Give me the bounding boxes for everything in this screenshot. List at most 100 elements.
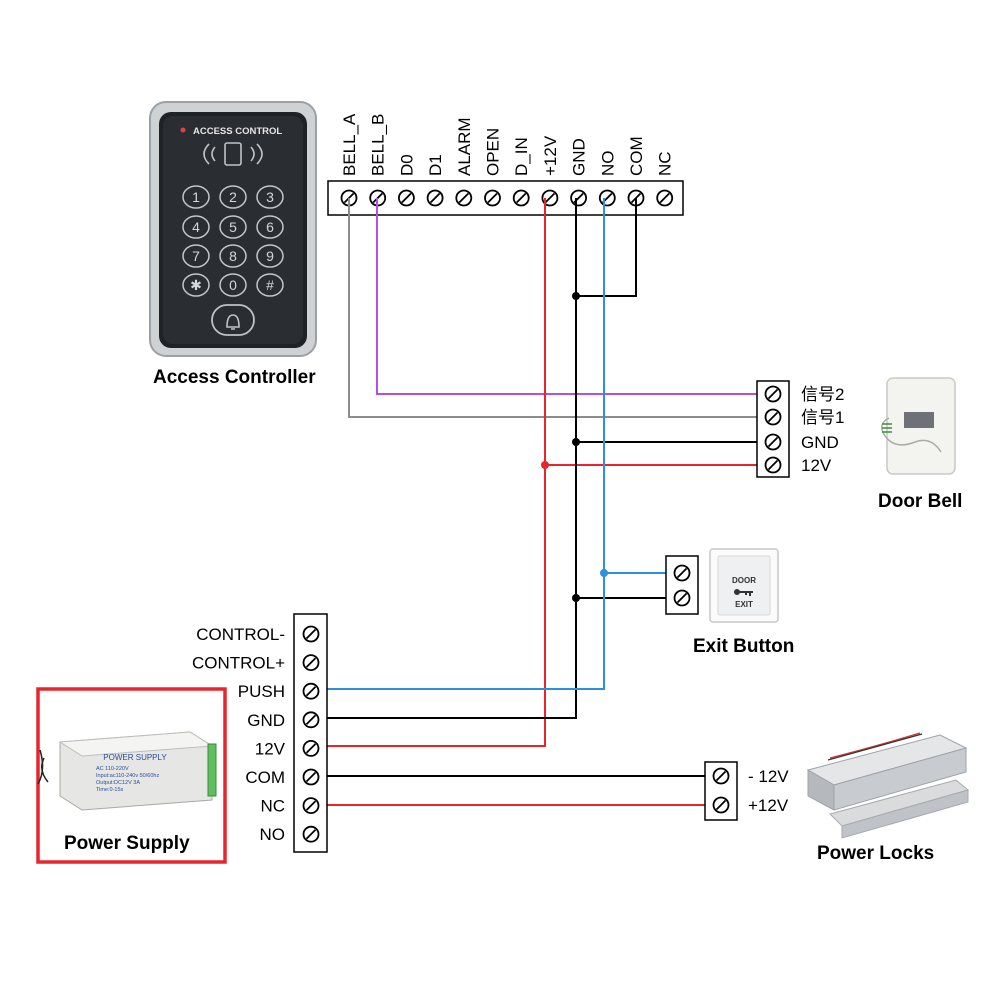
exit-face-door: DOOR xyxy=(732,576,756,585)
controller-terminal-screw xyxy=(598,189,616,207)
keypad-key[interactable]: # xyxy=(256,273,284,297)
keypad-key[interactable]: 2 xyxy=(219,185,247,209)
controller-terminal-screw xyxy=(570,189,587,207)
door-bell-terminal-screw xyxy=(764,456,782,474)
controller-terminal-screw xyxy=(656,189,674,207)
power-locks-terminal-block: - 12V +12V xyxy=(704,761,789,821)
keypad-key[interactable]: 7 xyxy=(182,244,210,268)
wire-com-gnd xyxy=(576,198,637,297)
controller-brand-label: ACCESS CONTROL xyxy=(193,126,282,137)
door-bell-terminal-label: GND xyxy=(801,433,839,452)
wire-12v xyxy=(315,198,546,747)
power-supply-terminal-screw xyxy=(302,682,320,700)
power-supply-terminal-screw xyxy=(302,740,320,757)
keypad: 1 2 3 4 5 6 7 8 9 ✱ 0 # xyxy=(182,185,284,297)
psu-label-line-1: AC 110-220V xyxy=(96,766,129,772)
power-supply-frame xyxy=(36,687,227,864)
door-bell-device xyxy=(881,377,956,475)
keypad-key-label: 1 xyxy=(192,189,200,205)
power-supply-terminal-screw xyxy=(302,654,320,671)
wires xyxy=(315,198,770,806)
keypad-key[interactable]: 1 xyxy=(182,185,210,209)
keypad-key[interactable]: 8 xyxy=(219,244,247,268)
power-supply-terminal-screw xyxy=(302,625,320,643)
keypad-key[interactable]: 6 xyxy=(256,215,284,239)
keypad-key-label: 6 xyxy=(266,219,274,235)
controller-terminal-label: NO xyxy=(598,151,617,177)
door-bell-terminal-label: 信号2 xyxy=(801,385,844,404)
keypad-key-label: 4 xyxy=(192,219,200,235)
bell-icon xyxy=(226,314,240,330)
controller-terminal-screw xyxy=(397,189,415,207)
keypad-key-label: 2 xyxy=(229,189,237,205)
power-lock-device xyxy=(806,732,970,839)
power-lock-terminal-label: - 12V xyxy=(748,767,789,786)
exit-button-device[interactable]: DOOR EXIT xyxy=(709,548,779,623)
exit-face-exit: EXIT xyxy=(735,600,753,609)
exit-button-caption: Exit Button xyxy=(693,636,794,657)
power-lock-terminal-label: +12V xyxy=(748,796,789,815)
power-supply-terminal-label: GND xyxy=(247,711,285,730)
door-bell-terminal-screw xyxy=(764,385,782,403)
exit-button-terminal-screw xyxy=(673,564,691,582)
keypad-key-label: # xyxy=(266,277,274,293)
keypad-key-label: 3 xyxy=(266,189,274,205)
door-bell-terminal-label: 12V xyxy=(801,456,832,475)
power-supply-terminal-label: CONTROL+ xyxy=(192,654,285,673)
controller-terminal-label: NC xyxy=(656,151,675,176)
bell-button[interactable] xyxy=(211,304,255,336)
controller-terminal-screw xyxy=(426,189,444,207)
door-bell-terminal-screw xyxy=(764,433,782,451)
keypad-key[interactable]: ✱ xyxy=(182,273,210,297)
power-supply-terminal-label: 12V xyxy=(255,739,286,758)
keypad-key[interactable]: 3 xyxy=(256,185,284,209)
controller-terminal-label: +12V xyxy=(541,135,560,176)
controller-terminal-label: D1 xyxy=(426,154,445,176)
access-controller-device: ACCESS CONTROL 1 2 3 4 5 6 7 8 9 ✱ 0 # xyxy=(149,101,317,357)
power-supply-device: POWER SUPPLY AC 110-220V Input:ac110-240… xyxy=(37,731,217,811)
keypad-key-label: 0 xyxy=(229,277,237,293)
keypad-key[interactable]: 4 xyxy=(182,215,210,239)
door-bell-terminal-label: 信号1 xyxy=(801,408,844,427)
psu-label-title: POWER SUPPLY xyxy=(103,753,167,762)
keypad-key[interactable]: 0 xyxy=(219,273,247,297)
controller-terminal-label: GND xyxy=(570,138,589,176)
controller-terminal-screw xyxy=(455,189,473,207)
controller-terminal-label: D_IN xyxy=(512,137,531,176)
power-lock-terminal-screw xyxy=(712,767,730,785)
keypad-key-label: 7 xyxy=(192,248,200,264)
power-supply-terminal-label: PUSH xyxy=(238,682,285,701)
controller-terminal-label: BELL_B xyxy=(369,114,388,176)
exit-button-terminal-screw xyxy=(673,589,691,607)
controller-terminal-label: D0 xyxy=(397,154,416,176)
wire-no xyxy=(315,198,605,690)
power-supply-caption: Power Supply xyxy=(64,833,190,854)
power-lock-terminal-screw xyxy=(712,796,730,814)
controller-terminal-label: OPEN xyxy=(484,128,503,176)
power-supply-terminal-screw xyxy=(302,768,320,786)
controller-terminal-screw xyxy=(512,189,530,207)
status-led xyxy=(180,127,186,133)
psu-label-line-4: Time:0-15s xyxy=(96,787,124,793)
power-supply-terminal-label: NO xyxy=(260,825,286,844)
door-bell-caption: Door Bell xyxy=(878,491,962,512)
keypad-key-label: ✱ xyxy=(190,277,202,293)
keypad-key[interactable]: 9 xyxy=(256,244,284,268)
access-controller-caption: Access Controller xyxy=(153,367,316,388)
keypad-key-label: 9 xyxy=(266,248,274,264)
power-locks-caption: Power Locks xyxy=(817,843,934,864)
power-supply-terminal-screw xyxy=(302,711,320,729)
keypad-key[interactable]: 5 xyxy=(219,215,247,239)
door-bell-terminal-screw xyxy=(764,408,782,426)
power-supply-terminal-label: COM xyxy=(245,768,285,787)
psu-label-line-2: Input:ac110-240v 50/60hz xyxy=(96,773,159,779)
controller-terminal-screw xyxy=(484,189,501,207)
wire-bell-a xyxy=(348,198,770,418)
key-icon xyxy=(734,589,753,596)
exit-button-terminal-block xyxy=(665,555,699,615)
controller-terminal-label: COM xyxy=(627,136,646,176)
wire-bell-b xyxy=(376,198,770,395)
